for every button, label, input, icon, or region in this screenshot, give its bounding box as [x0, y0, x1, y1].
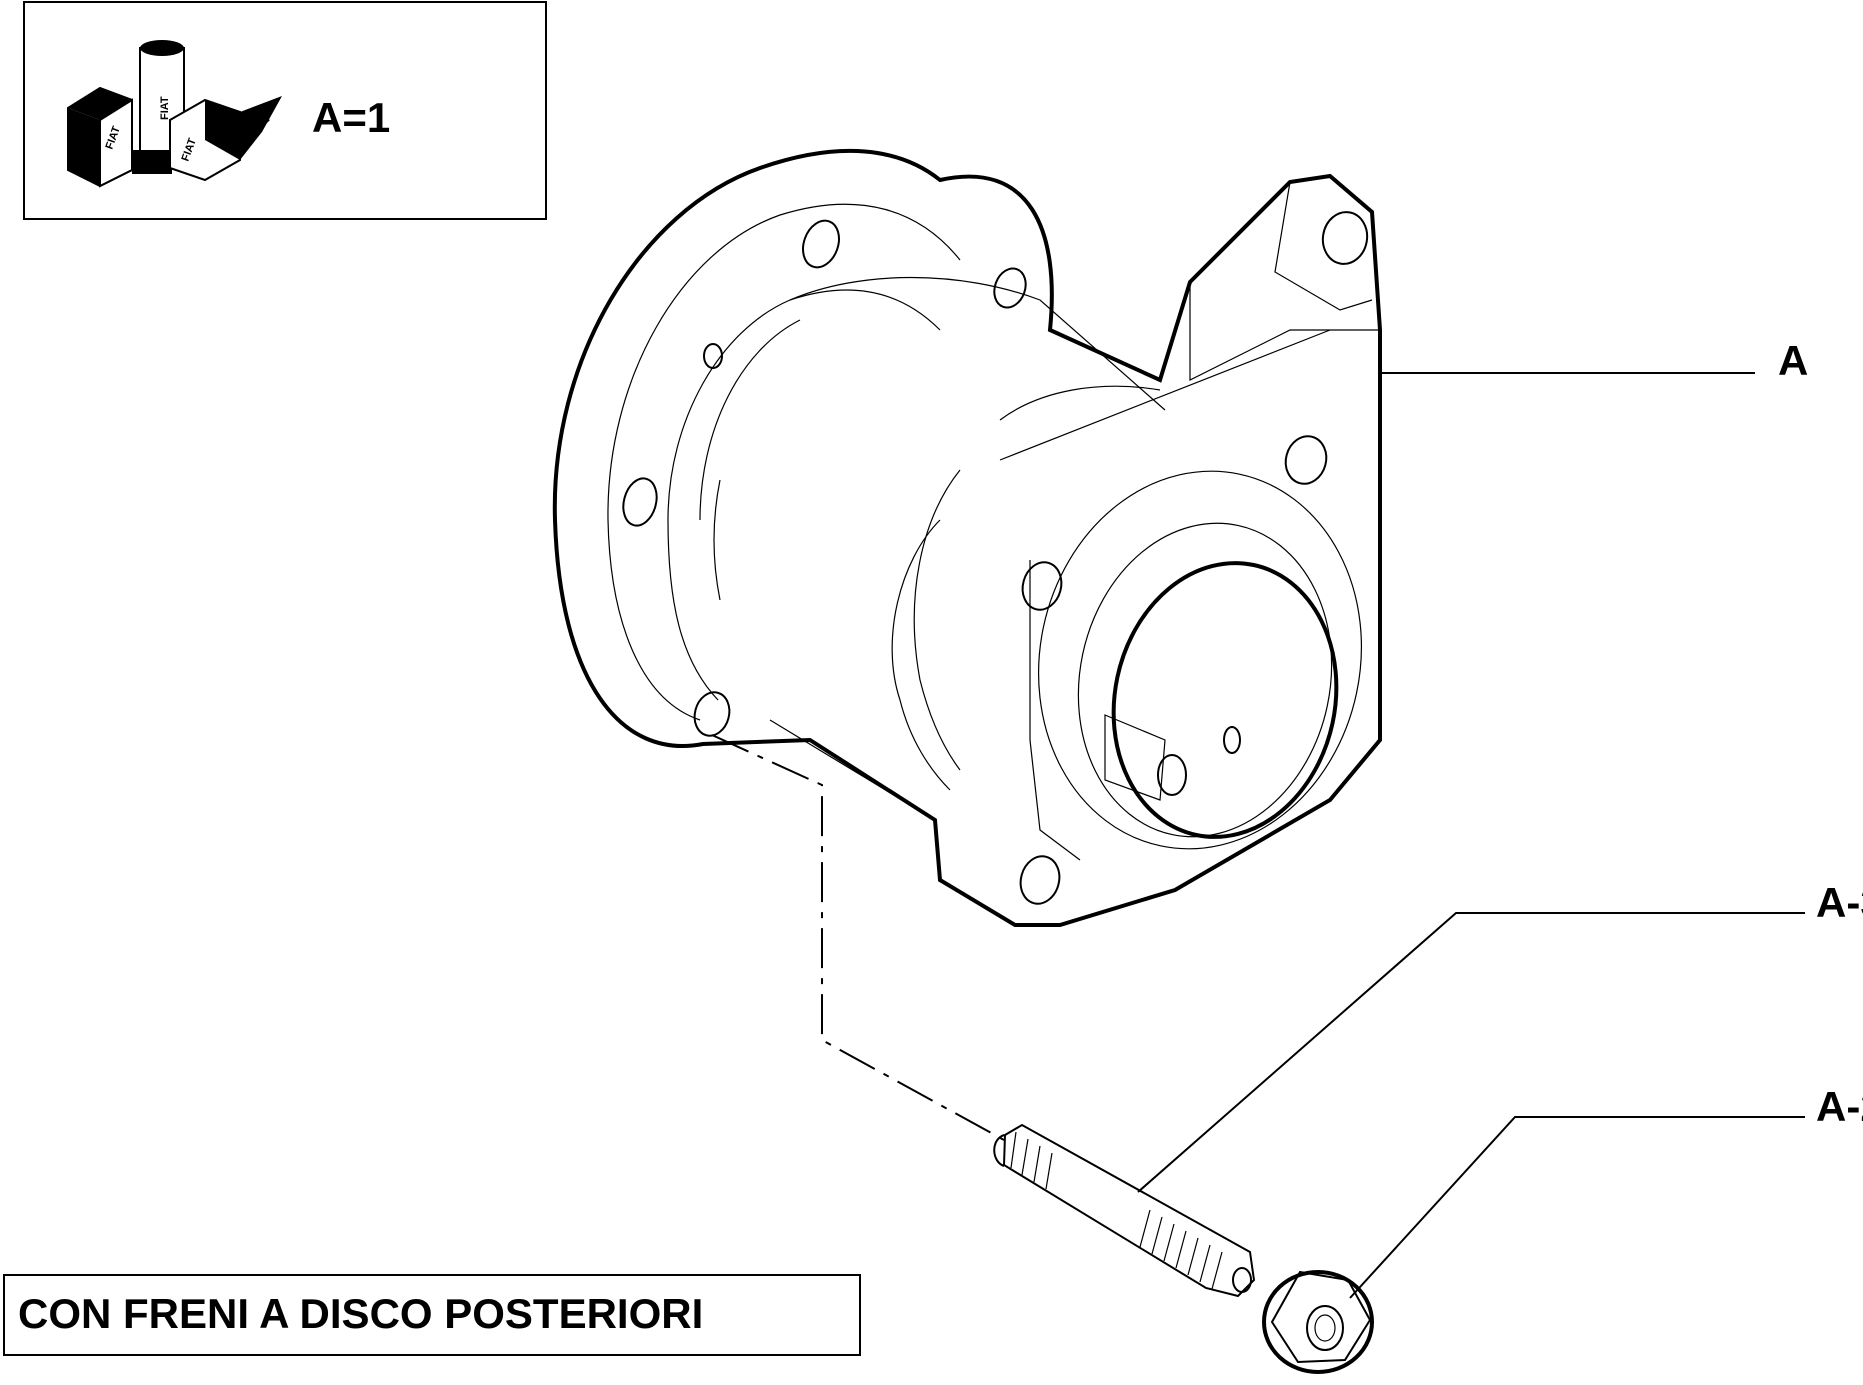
quantity-legend-box: FIAT FIAT FIAT A=1: [23, 1, 547, 220]
footer-note: CON FRENI A DISCO POSTERIORI: [18, 1290, 703, 1337]
quantity-text: A=1: [312, 94, 390, 141]
flange-nut-part: [1262, 1270, 1374, 1374]
fiat-parts-icon: FIAT FIAT FIAT: [67, 40, 282, 188]
callout-label-a-3: A-3: [1816, 879, 1863, 926]
callout-label-a: A: [1778, 337, 1808, 384]
footer-note-box: CON FRENI A DISCO POSTERIORI: [3, 1274, 861, 1356]
wheel-stud-part: [993, 1123, 1256, 1298]
callout-label-a-2: A-2: [1816, 1083, 1863, 1130]
icon-text-2: FIAT: [159, 96, 171, 120]
wheel-hub-assembly: [552, 148, 1382, 927]
leader-lines: [1137, 372, 1805, 1299]
